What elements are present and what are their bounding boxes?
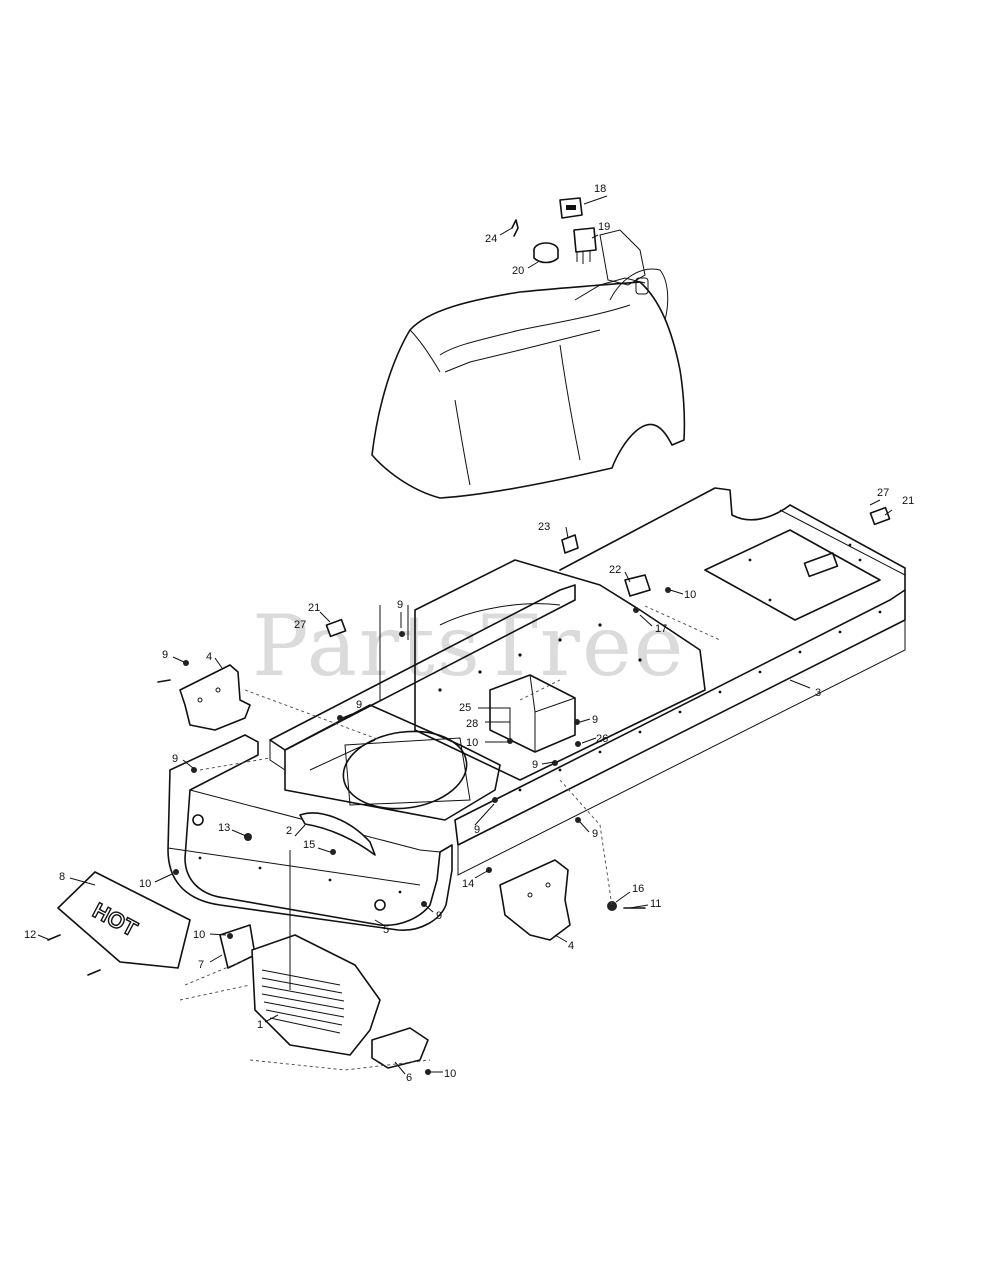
callout-10: 10	[139, 878, 151, 890]
callout-21: 21	[902, 495, 914, 507]
callout-10: 10	[193, 929, 205, 941]
callout-22: 22	[609, 564, 621, 576]
callout-9: 9	[172, 753, 178, 765]
callout-9: 9	[474, 824, 480, 836]
assembly-lines	[179, 605, 721, 1071]
callout-9: 9	[532, 759, 538, 771]
callout-27: 27	[877, 487, 889, 499]
callout-1: 1	[257, 1019, 263, 1031]
dash-panel	[371, 229, 686, 499]
callout-10: 10	[444, 1068, 456, 1080]
callout-9: 9	[356, 699, 362, 711]
callout-12: 12	[24, 929, 36, 941]
callout-4: 4	[206, 651, 212, 663]
heat-shield-part	[251, 934, 381, 1056]
ignition-key-part	[559, 197, 583, 219]
callout-4: 4	[568, 940, 574, 952]
callout-26: 26	[596, 733, 608, 745]
clip-part	[511, 219, 519, 237]
callout-9: 9	[592, 714, 598, 726]
ignition-switch-part	[573, 227, 597, 264]
bracket-part-7	[219, 924, 256, 969]
callout-9: 9	[592, 828, 598, 840]
callout-24: 24	[485, 233, 497, 245]
battery-box-part	[489, 674, 576, 753]
hot-decal: HOT	[57, 871, 191, 969]
callout-6: 6	[406, 1072, 412, 1084]
bracket-part-left	[179, 664, 251, 731]
callout-25: 25	[459, 702, 471, 714]
strap-part	[299, 812, 376, 856]
callout-15: 15	[303, 839, 315, 851]
callout-14: 14	[462, 878, 474, 890]
callout-28: 28	[466, 718, 478, 730]
callout-10: 10	[684, 589, 696, 601]
callout-11: 11	[650, 898, 661, 910]
callout-21: 21	[308, 602, 320, 614]
callout-8: 8	[59, 871, 65, 883]
callout-5: 5	[383, 924, 389, 936]
callout-23: 23	[538, 521, 550, 533]
callout-9: 9	[436, 910, 442, 922]
callout-20: 20	[512, 265, 524, 277]
switch-part-right	[869, 506, 891, 526]
callout-9: 9	[162, 649, 168, 661]
knob-part	[533, 242, 559, 264]
switch-part-left	[325, 618, 347, 638]
callout-labels: 18 19 24 20 27 21 23 22 10 17 21 9 27 9 …	[24, 183, 914, 1084]
clip-part-23	[561, 534, 579, 554]
main-frame	[167, 487, 906, 931]
fasteners	[47, 587, 671, 1075]
callout-2: 2	[286, 825, 292, 837]
callout-13: 13	[218, 822, 230, 834]
callout-10: 10	[466, 737, 478, 749]
callout-3: 3	[815, 687, 821, 699]
callout-17: 17	[655, 623, 667, 635]
callout-27: 27	[294, 619, 306, 631]
callout-9: 9	[397, 599, 403, 611]
callout-7: 7	[198, 959, 204, 971]
callout-19: 19	[598, 221, 610, 233]
bracket-part-6	[371, 1027, 429, 1069]
watermark: PartsTree	[252, 597, 685, 695]
leader-lines	[37, 195, 893, 1075]
bracket-part-right	[499, 859, 571, 941]
frame-holes	[198, 543, 882, 894]
callout-18: 18	[594, 183, 606, 195]
callout-16: 16	[632, 883, 644, 895]
latch-part	[624, 574, 651, 597]
